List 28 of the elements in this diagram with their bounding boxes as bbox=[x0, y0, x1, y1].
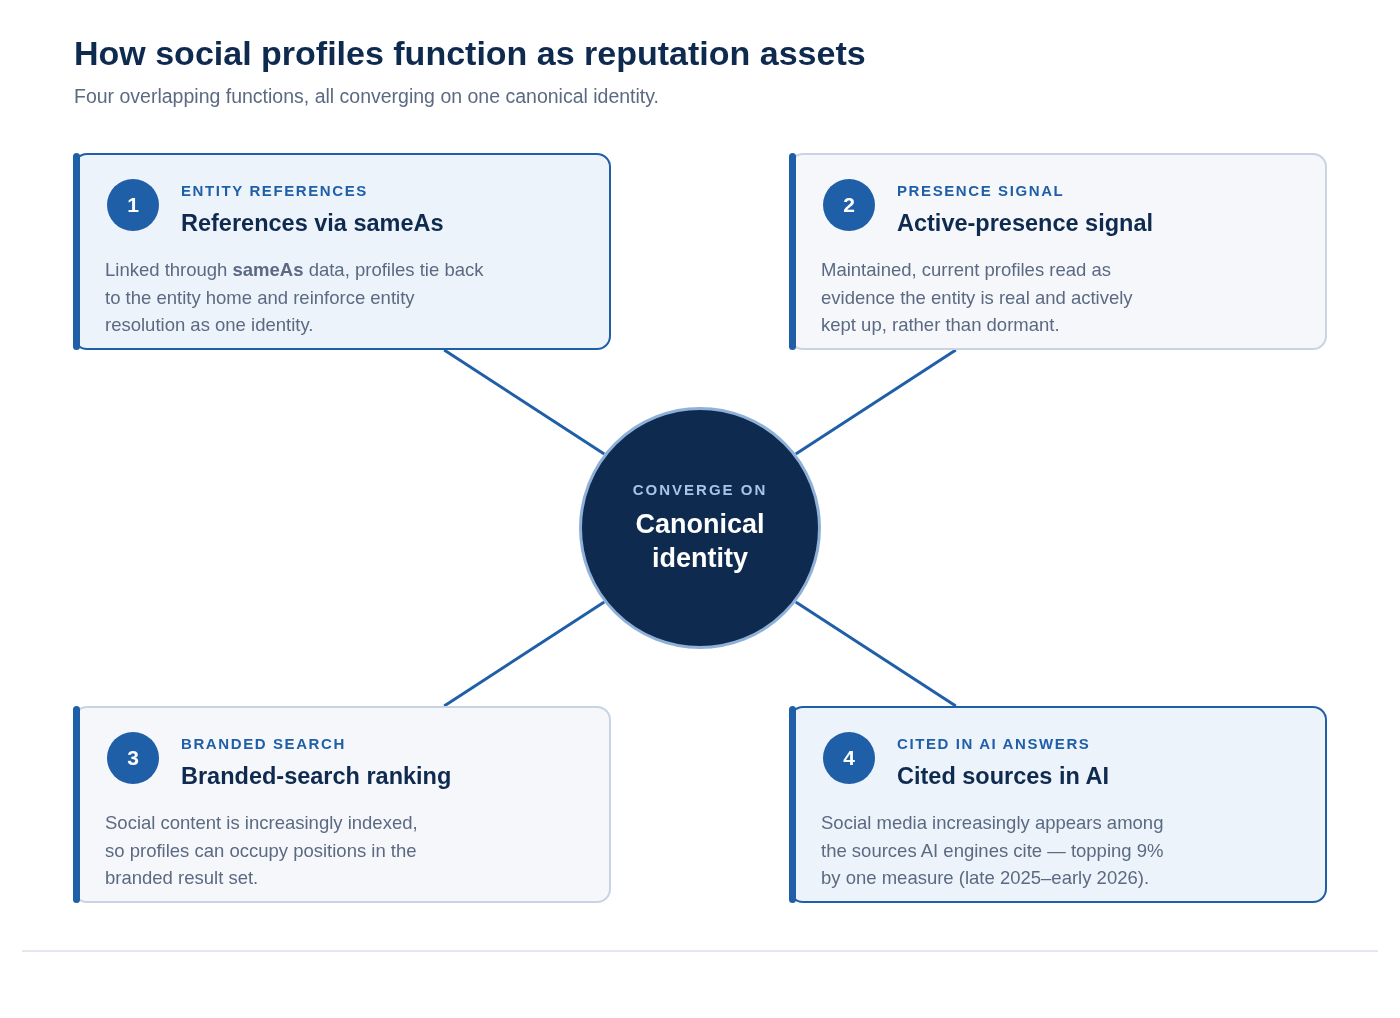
number-badge: 3 bbox=[107, 732, 159, 784]
connector-line bbox=[443, 600, 606, 708]
card-title: References via sameAs bbox=[181, 209, 444, 237]
page-title: How social profiles function as reputation assets bbox=[74, 33, 866, 74]
function-card bbox=[73, 153, 611, 350]
number-badge: 4 bbox=[823, 732, 875, 784]
function-card bbox=[789, 706, 1327, 903]
card-description: Maintained, current profiles read as evidence the entity is real and actively kept up, rather than dormant. bbox=[821, 258, 1134, 337]
function-card bbox=[789, 153, 1327, 350]
connector-line bbox=[794, 600, 957, 708]
connector-line bbox=[794, 348, 957, 456]
number-badge: 1 bbox=[107, 179, 159, 231]
hub-title: Canonical identity bbox=[634, 508, 766, 575]
card-description: Linked through sameAs data, profiles tie back to the entity home and reinforce entity resolution as one identity. bbox=[105, 258, 485, 337]
function-card bbox=[73, 706, 611, 903]
hub-kicker: CONVERGE ON bbox=[632, 481, 768, 499]
card-title: Active-presence signal bbox=[897, 209, 1153, 237]
card-description: Social content is increasingly indexed, so profiles can occupy positions in the branded result set. bbox=[105, 811, 419, 890]
number-badge: 2 bbox=[823, 179, 875, 231]
card-kicker: PRESENCE SIGNAL bbox=[897, 182, 1065, 200]
card-title: Cited sources in AI bbox=[897, 762, 1109, 790]
card-kicker: BRANDED SEARCH bbox=[181, 735, 346, 753]
connector-line bbox=[443, 348, 606, 456]
card-title: Branded-search ranking bbox=[181, 762, 452, 790]
card-kicker: CITED IN AI ANSWERS bbox=[897, 735, 1091, 753]
card-description: Social media increasingly appears among the sources AI engines cite — topping 9% by one measure (late 2025–early 2026). bbox=[821, 811, 1165, 890]
card-kicker: ENTITY REFERENCES bbox=[181, 182, 368, 200]
subtitle: Four overlapping functions, all converging on one canonical identity. bbox=[74, 84, 659, 108]
